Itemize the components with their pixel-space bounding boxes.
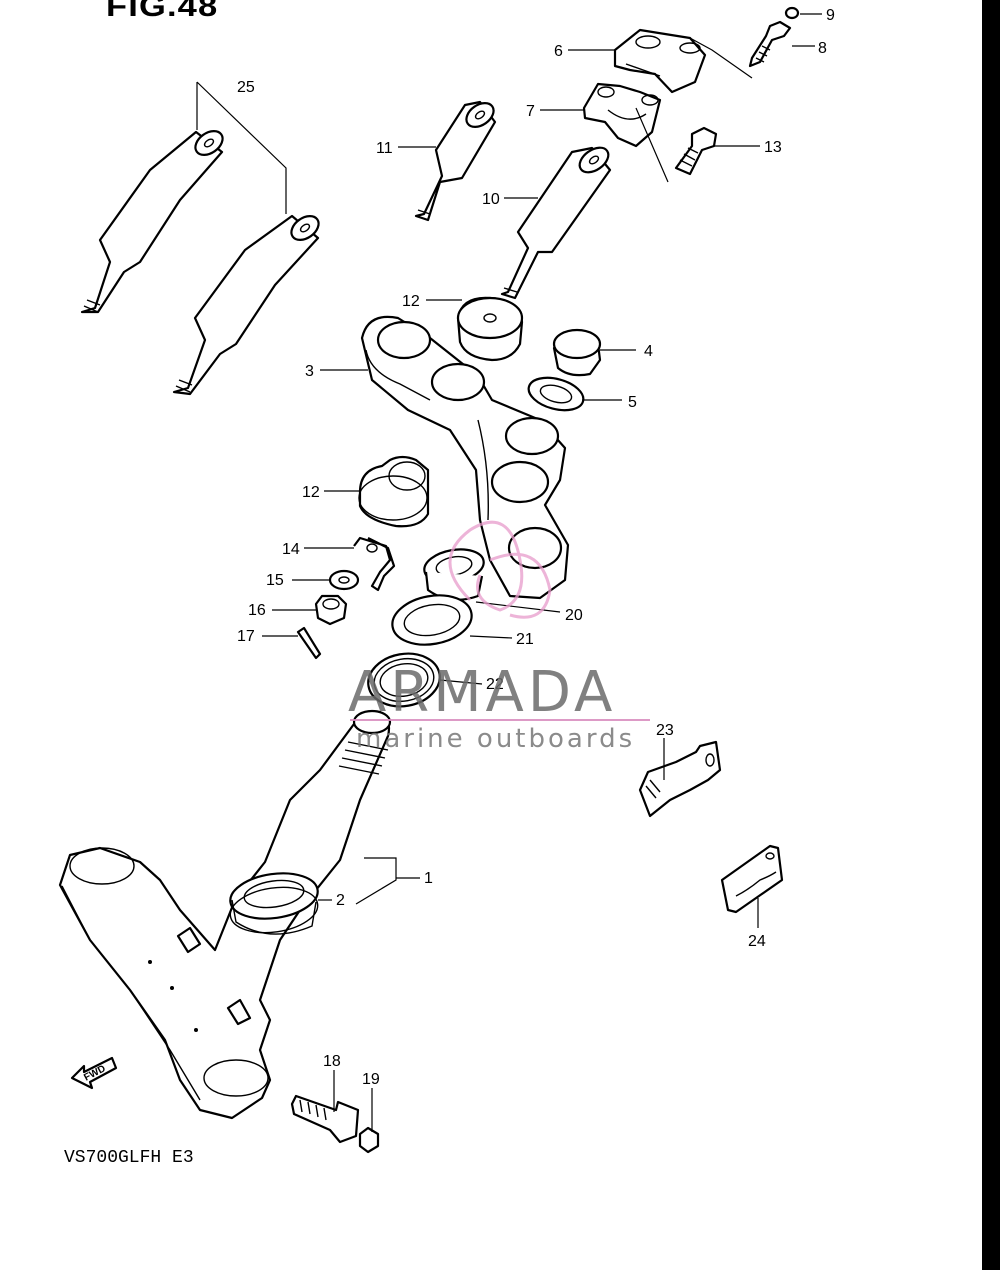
- callout-17: 17: [237, 628, 255, 645]
- callout-15: 15: [266, 572, 284, 589]
- part-12-cushion-upper: [456, 296, 524, 362]
- part-18-bolt: [290, 1094, 360, 1144]
- part-5-washer: [527, 376, 585, 412]
- callout-12-lower: 12: [302, 484, 320, 501]
- watermark-brand: ARMADA: [348, 660, 617, 725]
- callout-5: 5: [628, 394, 637, 411]
- frame-border: [982, 0, 1000, 1270]
- callout-24: 24: [748, 933, 766, 950]
- callout-16: 16: [248, 602, 266, 619]
- part-17-cotter-pin: [296, 626, 322, 660]
- part-7-lower-clamp: [582, 82, 662, 148]
- callout-11: 11: [376, 140, 393, 157]
- callout-10: 10: [482, 191, 500, 208]
- callout-25: 25: [237, 79, 255, 96]
- callout-7: 7: [526, 103, 535, 120]
- callout-1: 1: [424, 870, 433, 887]
- callout-20: 20: [565, 607, 583, 624]
- model-code: VS700GLFH E3: [64, 1148, 194, 1168]
- part-15-washer: [328, 569, 360, 591]
- watermark-underline: [350, 719, 650, 721]
- callout-14: 14: [282, 541, 300, 558]
- callout-18: 18: [323, 1053, 341, 1070]
- part-25-handlebars: [80, 81, 320, 396]
- callout-21: 21: [516, 631, 534, 648]
- part-11-handlebar-post: [414, 100, 497, 222]
- part-8-clamp-bolt: [748, 20, 792, 68]
- watermark-logo-icon: [448, 520, 552, 619]
- part-23-steering-lock: [638, 740, 722, 818]
- callout-6: 6: [554, 43, 563, 60]
- figure-title: FIG.48: [106, 0, 219, 23]
- part-22-bearing: [367, 652, 441, 708]
- callout-4: 4: [644, 343, 653, 360]
- part-13-clamp-bolt: [674, 126, 718, 176]
- part-4-cap: [552, 328, 602, 377]
- part-16-nut: [314, 594, 348, 626]
- callout-9: 9: [826, 7, 835, 24]
- callout-labels: 6 7 8 9 11 10 13 25 12 4 5 3 12 14 15 16…: [237, 7, 835, 1088]
- part-19-nut: [358, 1126, 380, 1154]
- part-10-handlebar-post: [500, 146, 612, 300]
- callout-19: 19: [362, 1071, 380, 1088]
- part-12-cushion-lower: [358, 455, 430, 528]
- part-9-cap: [784, 6, 800, 20]
- callout-2: 2: [336, 892, 345, 909]
- callout-8: 8: [818, 40, 827, 57]
- leader-lines: [262, 13, 822, 1132]
- part-14-bracket: [353, 536, 396, 592]
- callout-22: 22: [486, 676, 504, 693]
- part-3-upper-bracket: [360, 315, 570, 600]
- callout-13: 13: [764, 139, 782, 156]
- part-6-upper-clamp: [613, 28, 707, 94]
- part-24-key-plate: [720, 844, 784, 914]
- callout-3: 3: [305, 363, 314, 380]
- callout-12-upper: 12: [402, 293, 420, 310]
- part-1-steering-stem: [58, 709, 392, 1120]
- watermark-tagline: marine outboards: [356, 724, 636, 754]
- fwd-arrow-icon: [70, 1056, 118, 1090]
- callout-23: 23: [656, 722, 674, 739]
- part-21-dust-seal: [391, 594, 473, 646]
- part-2-steering-stem-seal: [229, 886, 319, 934]
